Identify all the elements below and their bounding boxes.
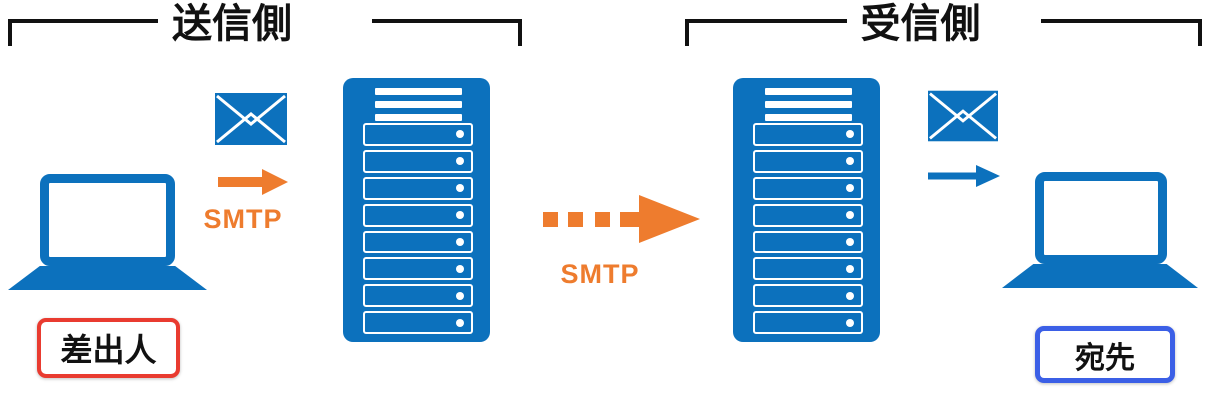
send-arrow-icon (218, 169, 288, 195)
rack-unit (363, 149, 473, 173)
bracket-line (372, 19, 518, 23)
vent-line (765, 88, 852, 95)
rack-unit (753, 284, 863, 308)
server-vents (375, 88, 462, 121)
rack-unit (753, 123, 863, 146)
rack-unit (363, 176, 473, 200)
rack-unit (753, 203, 863, 227)
bracket-right-tick (1198, 19, 1202, 46)
relay-dashed-arrow-icon (543, 195, 700, 243)
incoming-envelope-icon (928, 90, 998, 142)
bracket-line (12, 19, 158, 23)
sender-laptop-base (8, 266, 207, 290)
rack-unit (753, 257, 863, 281)
recipient-laptop-icon (1035, 172, 1167, 264)
sender-laptop-icon (40, 174, 175, 266)
bracket-line (1040, 19, 1198, 23)
server-rack-units (753, 123, 863, 334)
vent-line (375, 101, 462, 108)
recipient-label: 宛先 (1075, 341, 1135, 375)
rack-unit (363, 311, 473, 334)
smtp-label-middle: SMTP (560, 259, 640, 289)
rack-unit (753, 311, 863, 334)
server-rack-units (363, 123, 473, 334)
server-vents (765, 88, 852, 121)
vent-line (375, 88, 462, 95)
rack-unit (363, 123, 473, 146)
rack-unit (363, 284, 473, 308)
rack-unit (753, 176, 863, 200)
sender-label: 差出人 (60, 332, 157, 368)
bracket-right-tick (518, 19, 522, 46)
bracket-left-tick (685, 19, 689, 46)
rack-unit (363, 203, 473, 227)
rack-unit (363, 257, 473, 281)
vent-line (375, 114, 462, 121)
sending-side-bracket: 送信側 (8, 2, 522, 52)
rack-unit (753, 149, 863, 173)
recipient-name-box: 宛先 (1035, 326, 1175, 383)
sending-side-label: 送信側 (172, 2, 292, 46)
smtp-label-left: SMTP (203, 204, 283, 234)
rack-unit (363, 230, 473, 254)
rack-unit (753, 230, 863, 254)
sender-name-box: 差出人 (37, 318, 180, 378)
sending-mail-server-icon (343, 78, 490, 342)
recipient-laptop-base (1002, 264, 1198, 288)
vent-line (765, 101, 852, 108)
receiving-side-bracket: 受信側 (685, 2, 1202, 52)
receiving-side-label: 受信側 (860, 2, 981, 46)
deliver-arrow-icon (928, 165, 1000, 187)
vent-line (765, 114, 852, 121)
bracket-left-tick (8, 19, 12, 46)
outgoing-envelope-icon (215, 93, 287, 145)
bracket-line (689, 19, 847, 23)
receiving-mail-server-icon (733, 78, 880, 342)
